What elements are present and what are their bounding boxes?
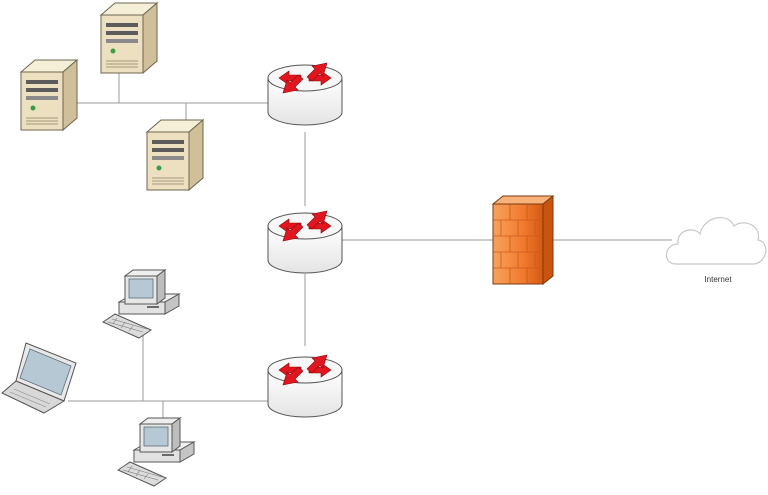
cloud-icon[interactable] <box>665 217 767 265</box>
router-icon[interactable] <box>267 62 343 126</box>
desktop-computer-icon[interactable] <box>116 417 196 487</box>
router-icon[interactable] <box>267 354 343 418</box>
router-icon[interactable] <box>267 210 343 274</box>
server-icon[interactable] <box>19 58 79 132</box>
server-icon[interactable] <box>99 1 159 75</box>
internet-label: Internet <box>704 275 732 284</box>
desktop-computer-icon[interactable] <box>101 269 181 339</box>
firewall-icon[interactable] <box>491 194 555 286</box>
server-icon[interactable] <box>145 118 205 192</box>
laptop-icon[interactable] <box>1 342 77 414</box>
links <box>68 72 672 420</box>
